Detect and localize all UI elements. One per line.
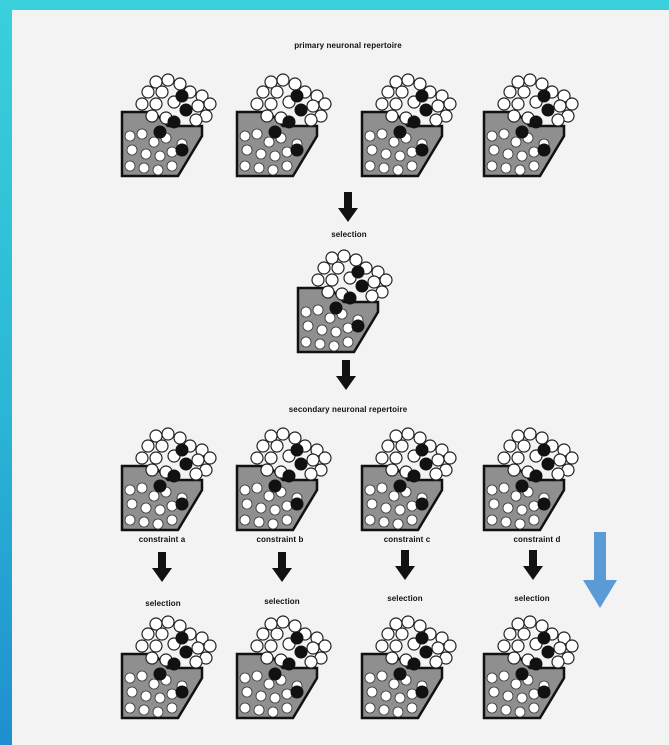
selection-label-a: selection [145,599,181,608]
final-unit-3 [360,614,458,720]
down-arrow-icon [395,550,415,580]
primary-repertoire-label: primary neuronal repertoire [294,41,402,50]
primary-unit-4 [482,72,580,178]
final-unit-4 [482,614,580,720]
secondary-repertoire-label: secondary neuronal repertoire [288,405,408,414]
blue-down-arrow-icon [583,532,617,608]
selection-label-c: selection [387,594,423,603]
down-arrow-icon [336,360,356,390]
down-arrow-icon [272,552,292,582]
constraint-b-label: constraint b [256,535,304,544]
constraint-d-label: constraint d [513,535,561,544]
down-arrow-icon [523,550,543,580]
constraint-a-label: constraint a [138,535,186,544]
secondary-unit-2 [235,426,333,532]
secondary-unit-4 [482,426,580,532]
constraint-c-label: constraint c [383,535,431,544]
down-arrow-icon [338,192,358,222]
selected-unit [296,248,394,354]
secondary-unit-3 [360,426,458,532]
selection-label-d: selection [514,594,550,603]
down-arrow-icon [152,552,172,582]
selection-label-top: selection [331,230,367,239]
primary-unit-2 [235,72,333,178]
selection-label-b: selection [264,597,300,606]
final-unit-2 [235,614,333,720]
final-unit-1 [120,614,218,720]
primary-unit-1 [120,72,218,178]
secondary-unit-1 [120,426,218,532]
primary-unit-3 [360,72,458,178]
